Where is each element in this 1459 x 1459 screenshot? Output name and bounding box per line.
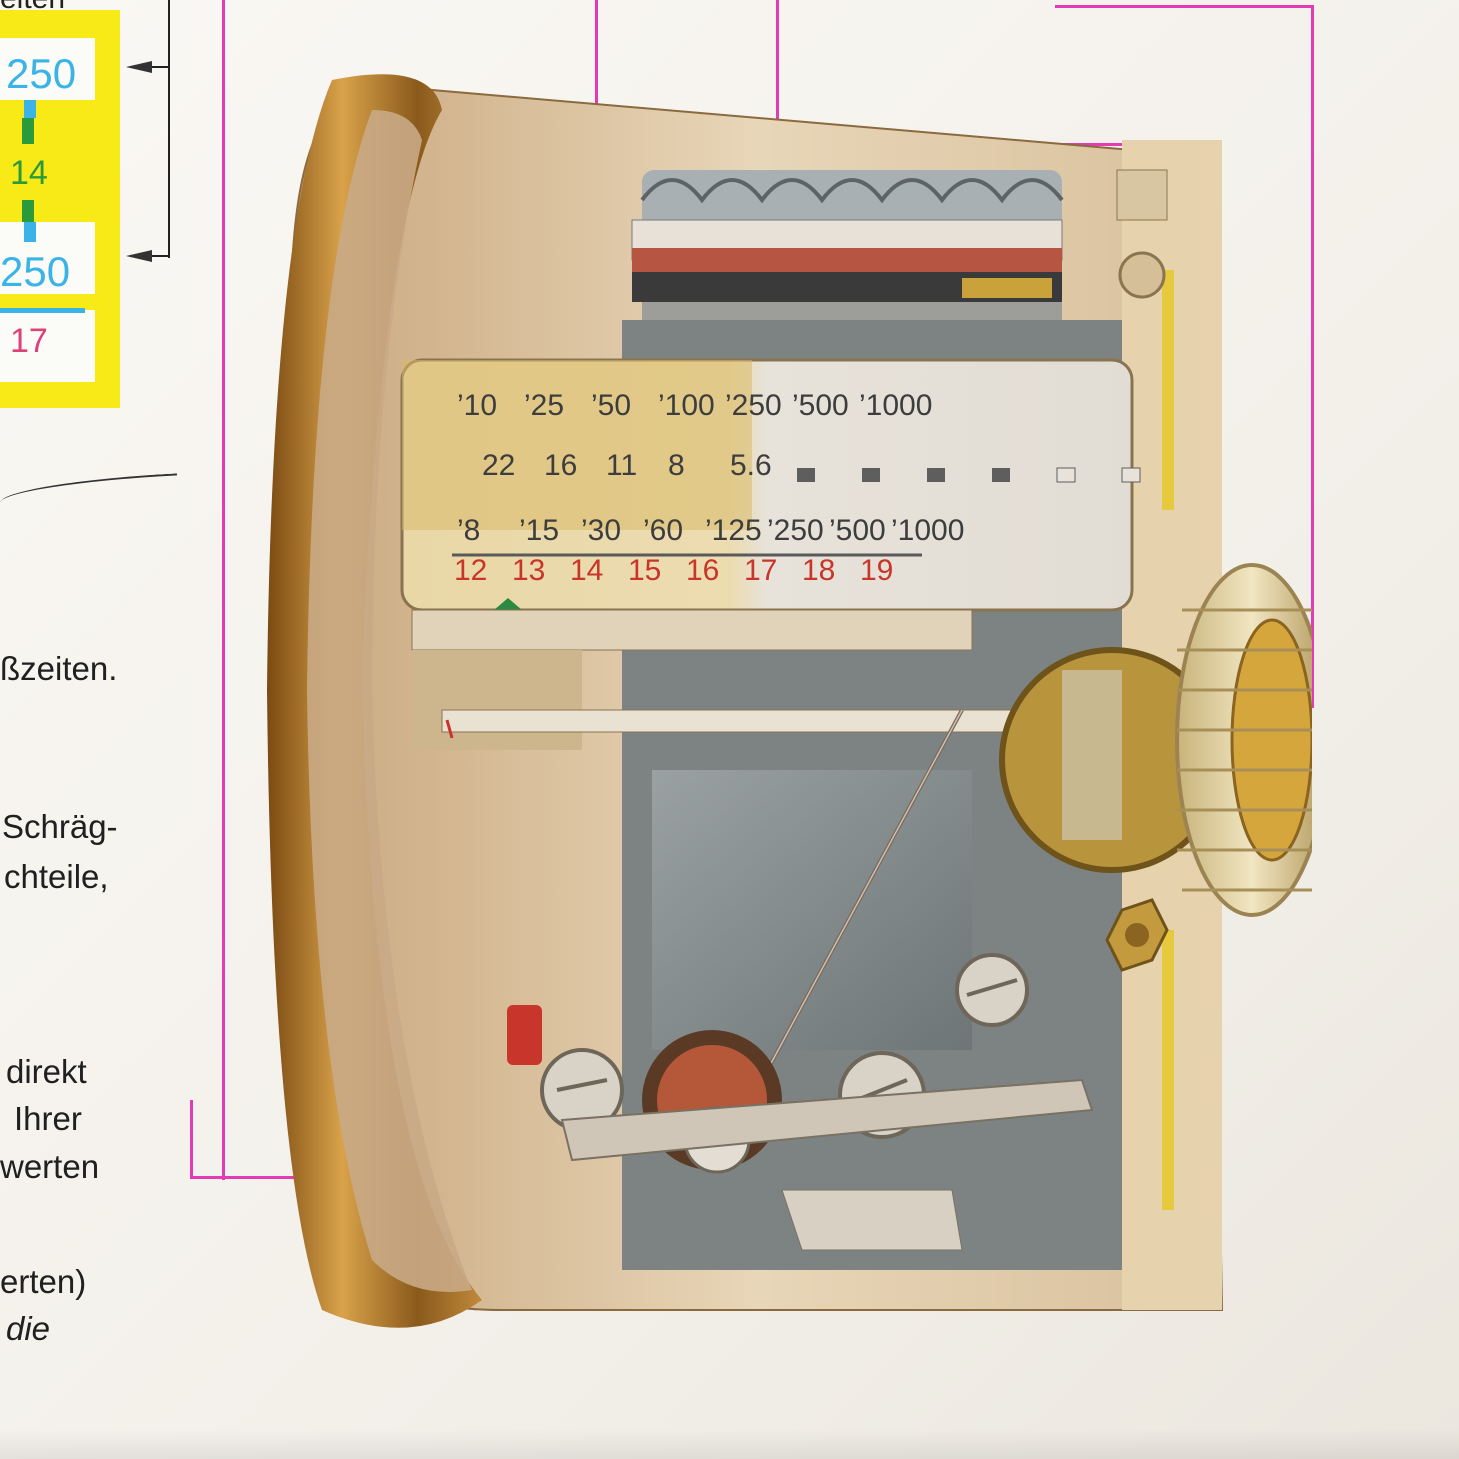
din-label-2: 14 <box>570 554 603 587</box>
leader-line-top-2 <box>776 0 779 145</box>
leader-line-left <box>222 0 225 1180</box>
shutter-bottom-label-7: ’1000 <box>891 514 964 547</box>
chart-top-label: eiten <box>0 0 65 16</box>
leader-line-right <box>1311 5 1314 707</box>
shutter-top-label-5: ’500 <box>792 389 849 422</box>
shutter-top-label-4: ’250 <box>725 389 782 422</box>
aperture-label-3: 8 <box>668 449 685 482</box>
bracket-tick-2 <box>150 255 170 257</box>
shutter-bottom-label-1: ’15 <box>519 514 559 547</box>
chart-blue-mark-1 <box>24 100 36 118</box>
din-label-4: 16 <box>686 554 719 587</box>
shutter-top-label-6: ’1000 <box>859 389 932 422</box>
shutter-bottom-label-0: ’8 <box>457 514 480 547</box>
bracket-tick-1 <box>150 66 170 68</box>
shutter-bottom-label-5: ’250 <box>767 514 824 547</box>
chart-green-mark-2 <box>22 200 34 222</box>
chart-blue-mark-2 <box>24 222 36 242</box>
text-line-6: werten <box>0 1148 100 1185</box>
din-label-5: 17 <box>744 554 777 587</box>
chart-box-2 <box>0 222 95 294</box>
bracket-line <box>168 0 170 258</box>
din-label-7: 19 <box>860 554 893 587</box>
din-label-1: 13 <box>512 554 545 587</box>
shutter-top-label-2: ’50 <box>591 389 631 422</box>
shutter-bottom-label-3: ’60 <box>643 514 683 547</box>
shutter-bottom-label-4: ’125 <box>705 514 762 547</box>
text-line-7: erten) <box>0 1263 87 1300</box>
leader-line-top-3h <box>1055 5 1313 8</box>
shutter-top-label-0: ’10 <box>457 389 497 422</box>
shutter-bottom-label-6: ’500 <box>829 514 886 547</box>
aperture-label-0: 22 <box>482 449 515 482</box>
leader-line-top-1 <box>595 0 598 160</box>
leader-line-left-drop <box>190 1100 193 1178</box>
text-line-8: die <box>6 1310 51 1347</box>
shutter-top-label-3: ’100 <box>658 389 715 422</box>
aperture-label-1: 16 <box>544 449 577 482</box>
aperture-label-2: 11 <box>606 449 637 482</box>
shutter-top-label-1: ’25 <box>524 389 564 422</box>
arrow-left-icon <box>126 61 152 73</box>
chart-value-shutter-2: 250 <box>0 248 71 295</box>
text-line-2: Schräg- <box>2 808 118 845</box>
chart-box-1 <box>0 38 95 100</box>
text-line-1: ßzeiten. <box>0 650 118 687</box>
din-label-3: 15 <box>628 554 661 587</box>
aperture-label-4: 5.6 <box>730 449 772 482</box>
chart-value-aperture: 14 <box>10 154 48 192</box>
text-line-3: chteile, <box>4 858 109 895</box>
chart-green-mark-1 <box>22 118 34 144</box>
text-line-5: Ihrer <box>14 1100 82 1137</box>
chart-value-din: 17 <box>10 322 48 360</box>
arrow-left-icon <box>126 250 152 262</box>
shutter-bottom-label-2: ’30 <box>581 514 621 547</box>
page-shadow <box>0 1429 1459 1459</box>
chart-value-shutter-1: 250 <box>6 50 77 97</box>
din-label-6: 18 <box>802 554 835 587</box>
chart-blue-underline <box>0 308 85 313</box>
din-label-0: 12 <box>454 554 487 587</box>
chart-box-3 <box>0 310 95 382</box>
text-line-4: direkt <box>6 1053 87 1090</box>
